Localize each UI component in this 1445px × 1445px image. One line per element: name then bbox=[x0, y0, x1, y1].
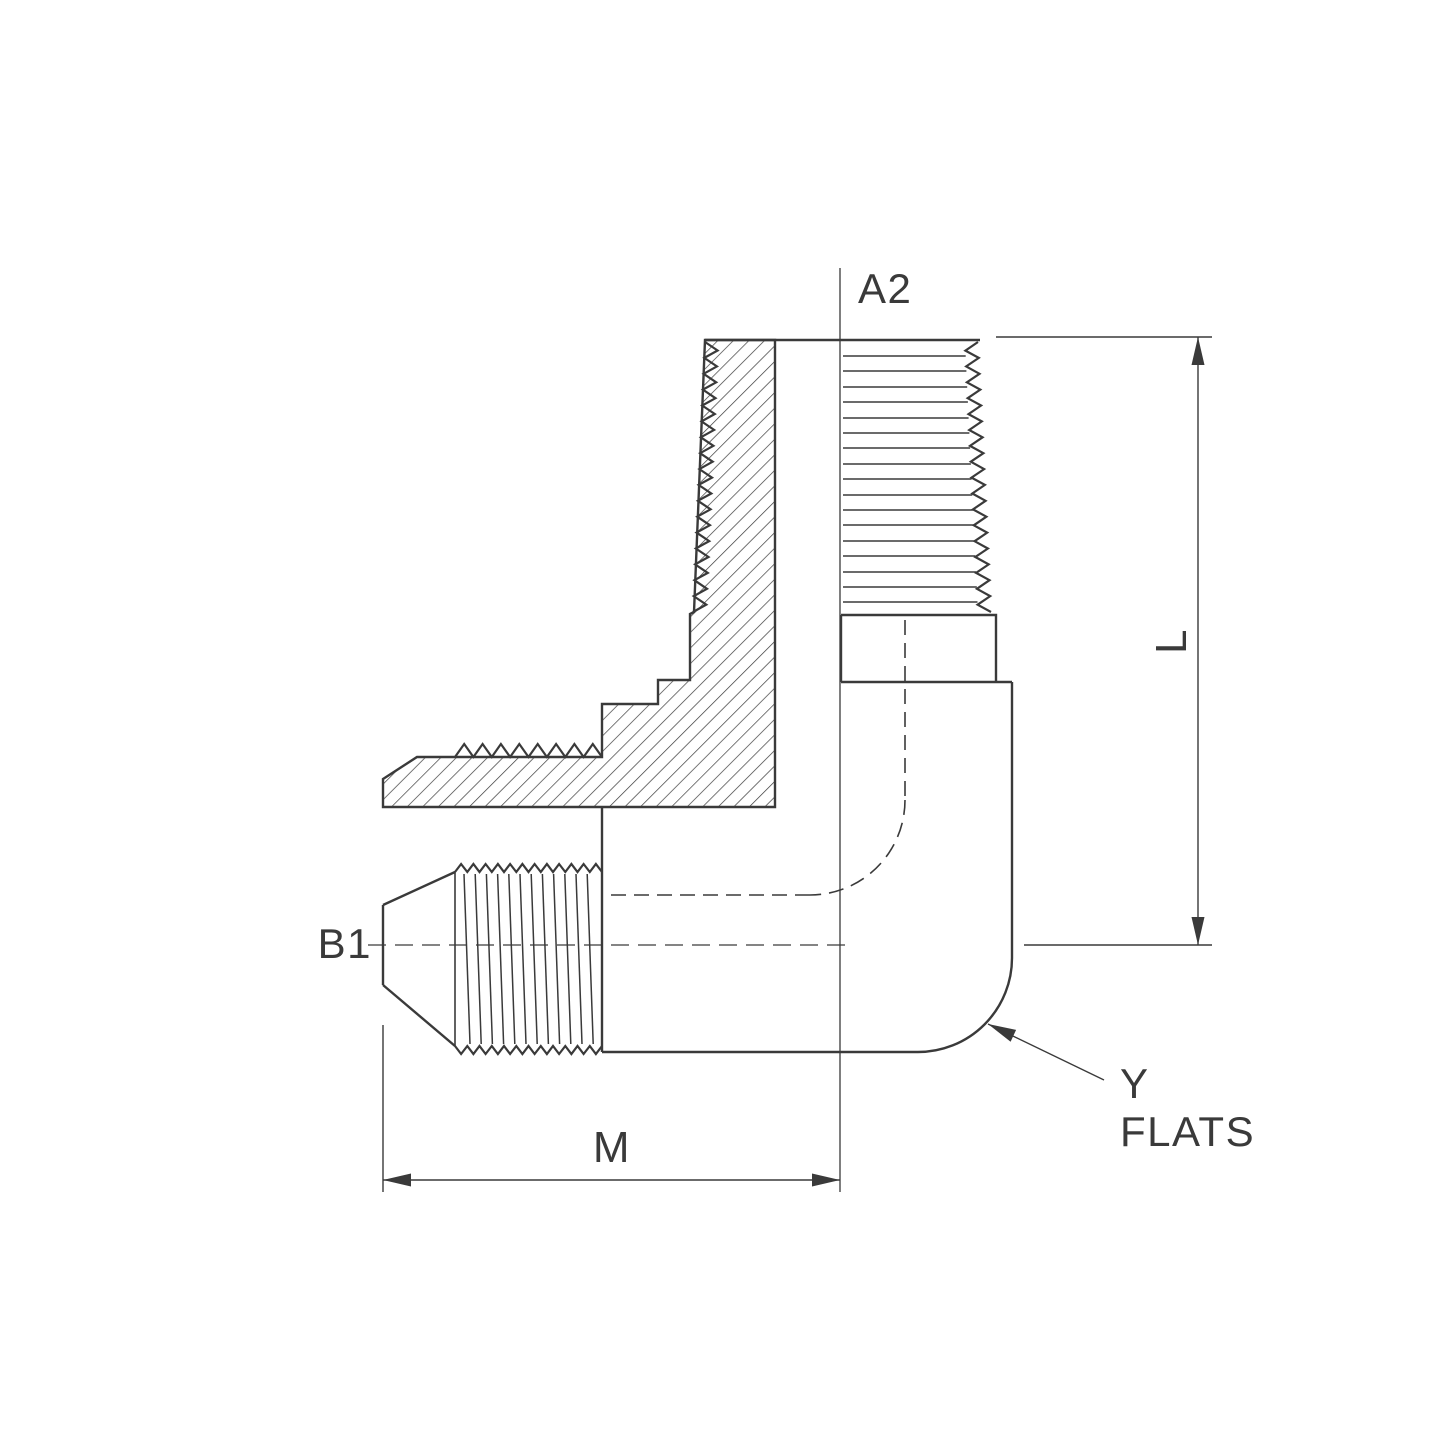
label-l: L bbox=[1147, 628, 1196, 654]
label-m: M bbox=[593, 1123, 631, 1172]
label-a2: A2 bbox=[858, 265, 912, 312]
npt-thread-top-port bbox=[691, 341, 993, 613]
label-y: Y bbox=[1120, 1060, 1150, 1107]
label-flats: FLATS bbox=[1120, 1108, 1255, 1155]
hidden-bore-lines bbox=[604, 620, 906, 896]
dimension-lines bbox=[382, 336, 1212, 1192]
labels: A2 B1 L M Y FLATS bbox=[318, 265, 1255, 1172]
label-b1: B1 bbox=[318, 920, 372, 967]
section-hatch bbox=[383, 340, 775, 807]
centerlines bbox=[368, 268, 848, 1192]
jic-thread-side-port bbox=[381, 742, 603, 1056]
fitting-outline bbox=[381, 338, 1014, 1054]
